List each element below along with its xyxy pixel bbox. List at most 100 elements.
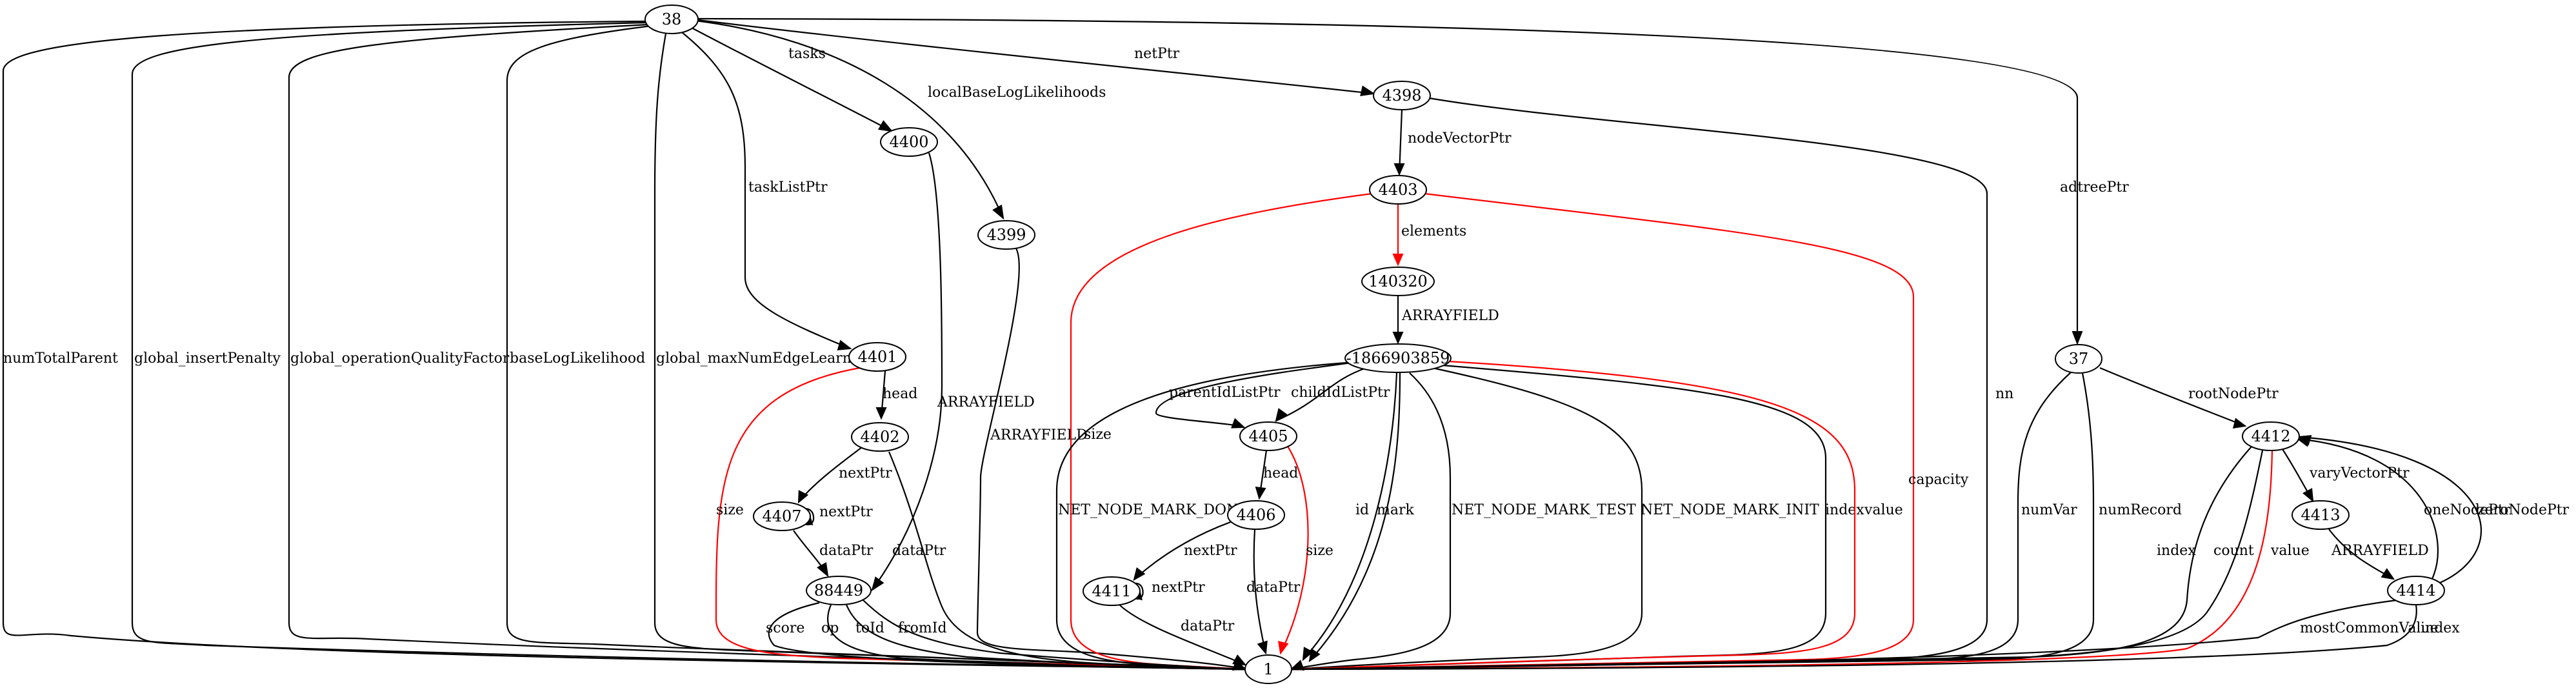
node-label: 4411 <box>1092 582 1131 600</box>
node-4406[interactable]: 4406 <box>1227 500 1285 530</box>
edge-4411-to-1-dataptr: dataPtr <box>1119 604 1247 666</box>
edge-label: index <box>2157 543 2196 559</box>
edge-label: toId <box>855 620 884 636</box>
edge-arrowhead <box>2232 418 2247 429</box>
edge-label: mark <box>1377 502 1414 518</box>
node-4411[interactable]: 4411 <box>1083 576 1141 606</box>
edge-label: oneNodePtr <box>2424 502 2511 518</box>
edge-line <box>845 604 1246 671</box>
edge-label: dataPtr <box>892 543 946 559</box>
edge-label: NET_NODE_MARK_TEST <box>1452 502 1636 518</box>
node-4414[interactable]: 4414 <box>2387 576 2445 605</box>
node-ellipse <box>848 342 906 372</box>
edge-label: numTotalParent <box>3 350 118 367</box>
node-label: 140320 <box>1368 272 1428 290</box>
edge-label: dataPtr <box>1181 618 1235 634</box>
node-label: 4414 <box>2396 581 2435 600</box>
node-4400[interactable]: 4400 <box>880 127 938 157</box>
edge-line <box>2298 436 2482 584</box>
edge-line <box>695 19 1004 219</box>
node-4401[interactable]: 4401 <box>848 342 906 372</box>
node-4407[interactable]: 4407 <box>753 501 811 531</box>
node-37[interactable]: 37 <box>2055 344 2102 374</box>
edge-line <box>1309 372 1401 662</box>
edge-arrowhead <box>1290 660 1304 671</box>
node-4398[interactable]: 4398 <box>1373 81 1431 110</box>
edge-line <box>1155 361 1352 429</box>
node--1866903859[interactable]: -1866903859 <box>1344 343 1452 373</box>
node-label: 37 <box>2069 350 2089 368</box>
edge-label: fromId <box>898 620 947 636</box>
edge-line <box>2099 367 2246 427</box>
node-ellipse <box>880 127 938 157</box>
node-4405[interactable]: 4405 <box>1239 421 1297 451</box>
edge-line <box>1291 367 1643 671</box>
node-ellipse <box>1344 343 1452 373</box>
node-label: 4406 <box>1236 506 1275 524</box>
node-ellipse <box>753 501 811 531</box>
node-4399[interactable]: 4399 <box>977 220 1035 250</box>
node-88449[interactable]: 88449 <box>806 576 872 605</box>
node-4403[interactable]: 4403 <box>1369 175 1427 205</box>
edge-4402-to-4407-nextptr: nextPtr <box>797 445 892 504</box>
edge-arrowhead <box>1277 640 1289 655</box>
edge-label: dataPtr <box>819 543 874 559</box>
edge-label: value <box>2270 543 2310 559</box>
node-4402[interactable]: 4402 <box>851 422 909 452</box>
node-38[interactable]: 38 <box>644 5 699 34</box>
nodes-layer: 38 1 4400 4399 4398 4403 140320 -1866903859 4401… <box>644 5 2445 684</box>
edge--1866903859-to-4405-parentidlistptr: parentIdListPtr <box>1155 361 1352 429</box>
edge-label: netPtr <box>1134 46 1180 62</box>
edge-4407-to-88449-dataptr: dataPtr <box>793 530 874 578</box>
edge-label: global_operationQualityFactor <box>290 350 510 367</box>
edge-4414-to-1-index: index <box>1290 604 2460 671</box>
node-140320[interactable]: 140320 <box>1361 267 1435 296</box>
node-ellipse <box>1369 175 1427 205</box>
edge-label: adtreePtr <box>2060 179 2129 196</box>
edge-arrowhead <box>1275 408 1288 423</box>
edge-arrowhead <box>2381 568 2395 580</box>
node-ellipse <box>2291 500 2350 530</box>
node-4413[interactable]: 4413 <box>2291 500 2350 530</box>
edge-arrowhead <box>1392 332 1404 345</box>
edge-38-to-37-adtreeptr: adtreePtr <box>697 17 2129 345</box>
edge-arrowhead <box>1231 418 1246 429</box>
edge--1866903859-to-1-net-node-mark-init: NET_NODE_MARK_INIT <box>1290 367 1819 671</box>
edge-label: op <box>821 620 839 636</box>
edge-4414-to-4412-zeronodeptr: zeroNodePtr <box>2297 435 2570 584</box>
edge-line <box>976 248 1246 671</box>
node-4412[interactable]: 4412 <box>2242 421 2300 451</box>
edge-38-to-4398-netptr: netPtr <box>697 19 1375 97</box>
edge-label: global_insertPenalty <box>134 350 281 367</box>
node-ellipse <box>644 5 699 34</box>
edge-arrowhead <box>992 204 1004 220</box>
edge-label: head <box>883 386 917 402</box>
edge-label: ARRAYFIELD <box>1401 308 1499 324</box>
edge-line <box>697 19 1374 95</box>
edge-label: NET_NODE_MARK_INIT <box>1641 502 1819 518</box>
edge-arrowhead <box>875 407 887 420</box>
edge-label: localBaseLogLikelihoods <box>928 85 1106 101</box>
node-1[interactable]: 1 <box>1244 654 1292 684</box>
edge-label: capacity <box>1908 472 1969 488</box>
edge-arrowhead <box>2297 435 2312 446</box>
edge-label: score <box>766 620 804 636</box>
edge-line <box>1291 599 2397 671</box>
edge-4406-to-1-dataptr: dataPtr <box>1246 529 1301 655</box>
node-ellipse <box>1244 654 1292 684</box>
edge-label: index <box>1825 502 1864 518</box>
edge-label: numRecord <box>2099 502 2182 518</box>
edge-line <box>1303 372 1398 660</box>
node-ellipse <box>806 576 872 605</box>
edge-line <box>827 604 1246 671</box>
edge-label: size <box>1306 543 1333 559</box>
edge--1866903859-to-4405-childidlistptr: childIdListPtr <box>1275 367 1390 423</box>
node-ellipse <box>1083 576 1141 606</box>
edge-label: childIdListPtr <box>1291 385 1390 401</box>
edge-label: baseLogLikelihood <box>510 350 645 367</box>
edge-label: head <box>1263 465 1298 481</box>
node-ellipse <box>2055 344 2102 374</box>
edge-line <box>131 21 1246 671</box>
node-label: 4398 <box>1382 86 1421 105</box>
edge-label: nextPtr <box>1152 580 1205 596</box>
